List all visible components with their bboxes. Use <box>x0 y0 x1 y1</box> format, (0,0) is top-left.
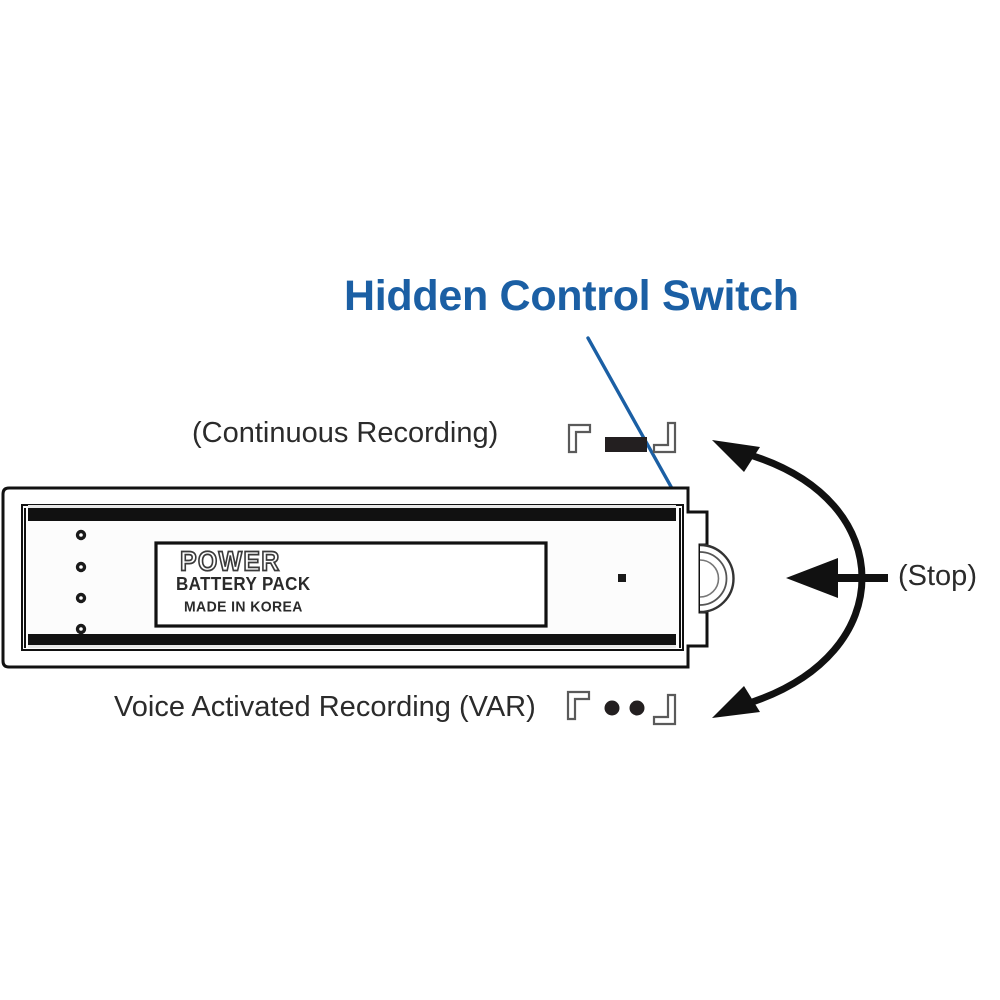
device-indicator-port <box>618 574 626 582</box>
device-label-power: POWER <box>179 545 281 578</box>
device-label-plate <box>154 541 548 628</box>
device-body <box>1 486 735 669</box>
var-bracket-open-icon <box>566 690 591 721</box>
var-two-dots-symbol <box>604 700 645 716</box>
stop-arrow <box>786 558 888 598</box>
screw-hole-center <box>79 596 83 600</box>
continuous-recording-bar-symbol <box>605 437 647 452</box>
screw-hole-center <box>79 627 83 631</box>
screw-hole-center <box>79 565 83 569</box>
device-label-battery-pack: BATTERY PACK <box>176 574 311 595</box>
device-top-bevel-highlight <box>28 505 676 508</box>
var-dot <box>604 700 620 716</box>
stop-label: (Stop) <box>898 560 977 592</box>
continuous-bracket-close-icon <box>652 421 677 454</box>
stop-arrow-shaft <box>830 574 888 582</box>
continuous-recording-label: (Continuous Recording) <box>192 417 499 449</box>
rotation-arc-arrowhead-top <box>712 440 760 472</box>
device-screw-holes <box>75 529 87 635</box>
var-dot <box>629 700 645 716</box>
switch-mid-arc <box>699 551 728 606</box>
switch-inner-arc <box>699 559 720 598</box>
stop-arrow-head <box>786 558 838 598</box>
screw-hole-center <box>79 533 83 537</box>
device-label-made-in-korea: MADE IN KOREA <box>184 598 303 615</box>
rotation-arc-arrowhead-bottom <box>712 686 760 718</box>
device-bottom-bevel <box>28 634 676 645</box>
device-top-bevel <box>28 508 676 521</box>
hidden-control-switch[interactable] <box>699 543 735 614</box>
switch-outer-arc <box>699 543 735 614</box>
device-bottom-bevel-highlight <box>28 645 676 648</box>
callout-title: Hidden Control Switch <box>344 272 799 320</box>
voice-activated-recording-label: Voice Activated Recording (VAR) <box>114 691 536 723</box>
continuous-bracket-open-icon <box>567 423 592 454</box>
var-bracket-close-icon <box>652 693 677 726</box>
